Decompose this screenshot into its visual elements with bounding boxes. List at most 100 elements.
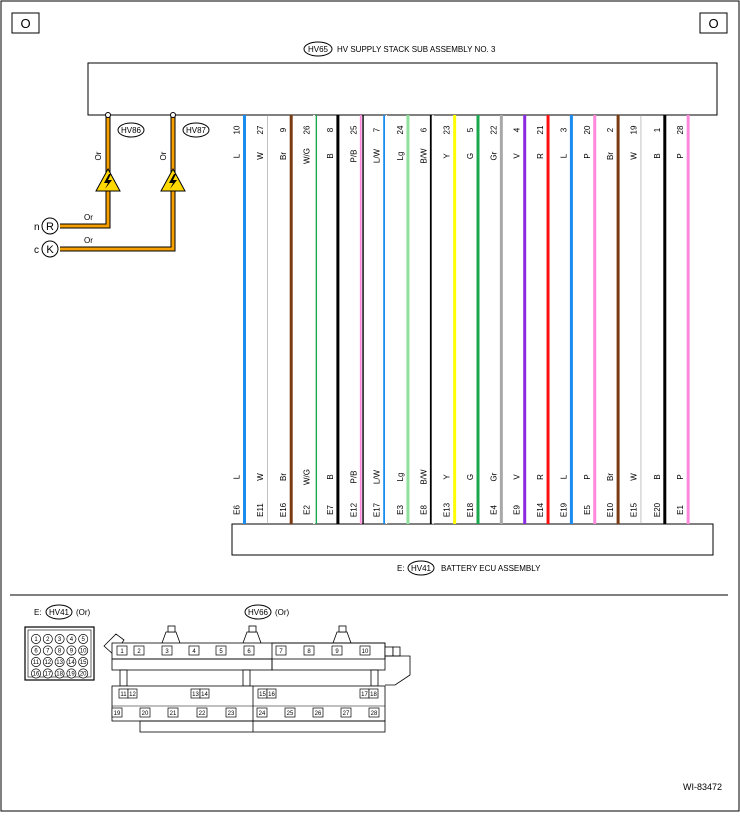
wire-top-color: Lg — [396, 152, 405, 161]
svg-text:6: 6 — [34, 649, 38, 655]
svg-text:8: 8 — [307, 649, 311, 655]
connector-pin: 7 — [275, 645, 287, 656]
svg-text:10: 10 — [362, 649, 369, 655]
hv87-end-color: Or — [84, 236, 93, 245]
wire-bottom-color: Gr — [489, 472, 498, 481]
connector-pin: 11 — [118, 688, 129, 699]
connector-pin: 3 — [161, 645, 173, 656]
bottom-assembly-label: E: HV41 BATTERY ECU ASSEMBLY — [397, 560, 541, 576]
hv86-wire — [60, 115, 110, 228]
svg-text:17: 17 — [361, 692, 368, 698]
svg-text:27: 27 — [343, 711, 350, 717]
wire-top-color: W/G — [303, 148, 312, 164]
connector-pin: 10 — [78, 645, 89, 656]
svg-text:8: 8 — [58, 649, 62, 655]
hv86-end-color: Or — [84, 213, 93, 222]
wire-bottom-pin: E8 — [419, 505, 428, 515]
wire-bottom-pin: E10 — [606, 502, 615, 517]
connector-pin: 13 — [54, 657, 65, 667]
svg-text:19: 19 — [68, 672, 75, 678]
connector-pin: 10 — [359, 645, 371, 656]
svg-text:9: 9 — [70, 649, 74, 655]
wire-bottom-pin: E20 — [653, 502, 662, 517]
connector-pin: 6 — [243, 645, 255, 656]
wire-bottom-color: Br — [606, 473, 615, 481]
wire-top-color: B/W — [419, 148, 428, 164]
svg-text:16: 16 — [33, 672, 40, 678]
wire-bottom-pin: E16 — [279, 502, 288, 517]
bottom-assembly-box — [231, 523, 714, 556]
corner-mark-left-label: O — [20, 16, 30, 31]
connector-pin: 27 — [340, 707, 352, 718]
connector-right-color: (Or) — [275, 608, 290, 617]
wire-bottom-pin: E9 — [513, 505, 522, 515]
wire-bottom-pin: E17 — [373, 502, 382, 517]
wire-bottom-pin: E6 — [233, 505, 242, 515]
wire-bottom-color: B — [326, 474, 335, 479]
svg-text:9: 9 — [335, 649, 339, 655]
connector-pin: 19 — [111, 707, 123, 718]
hv87-wire — [60, 115, 175, 251]
wire-top-pin: 10 — [233, 125, 242, 134]
hv86-wire-outline — [60, 115, 111, 229]
wire-top-color: P — [583, 153, 592, 158]
connector-pin: 28 — [368, 707, 380, 718]
svg-text:26: 26 — [315, 711, 322, 717]
wire: 6B/WB/WE8 — [419, 115, 434, 524]
wire-bottom-color: P — [583, 474, 592, 479]
wire-top-color: W — [629, 152, 638, 160]
svg-text:2: 2 — [137, 649, 141, 655]
connector-pin: 20 — [78, 668, 89, 679]
connector-left-ref: HV41 — [49, 608, 70, 617]
svg-text:18: 18 — [370, 692, 377, 698]
connector-pin: 26 — [312, 707, 324, 718]
wire-bottom-pin: E4 — [489, 505, 498, 515]
svg-text:7: 7 — [279, 649, 283, 655]
wire-top-color: R — [536, 153, 545, 159]
wire-top-pin: 25 — [349, 125, 358, 134]
svg-text:20: 20 — [142, 711, 149, 717]
connector-pin: 9 — [331, 645, 343, 656]
svg-text:6: 6 — [247, 649, 251, 655]
wire-top-color: L — [559, 153, 568, 158]
connector-pin: 5 — [78, 634, 89, 644]
svg-text:2: 2 — [46, 637, 50, 643]
wire-bottom-pin: E18 — [466, 502, 475, 517]
connector-pin: 16 — [266, 688, 277, 699]
wire-top-pin: 28 — [676, 125, 685, 134]
wire-top-pin: 20 — [583, 125, 592, 134]
wire-top-pin: 22 — [489, 125, 498, 134]
figure-id: WI-83472 — [683, 782, 722, 792]
wire-top-color: Br — [606, 152, 615, 160]
svg-text:11: 11 — [33, 660, 40, 666]
hv87-ref: HV87 — [186, 126, 207, 135]
wire-bottom-color: V — [513, 474, 522, 480]
wire-bottom-pin: E13 — [443, 502, 452, 517]
wire-bottom-pin: E2 — [303, 505, 312, 515]
svg-text:22: 22 — [199, 711, 206, 717]
wire-top-color: P/B — [349, 150, 358, 163]
hv86-pin-dot — [105, 112, 111, 118]
wire-top-pin: 21 — [536, 125, 545, 134]
connector-pin: 15 — [257, 688, 268, 699]
svg-text:21: 21 — [170, 711, 177, 717]
svg-text:12: 12 — [129, 692, 136, 698]
wire-bottom-color: Lg — [396, 473, 405, 482]
wire-bottom-pin: E7 — [326, 505, 335, 515]
connector-left-ref-oval — [45, 604, 73, 620]
wire-bottom-color: G — [466, 474, 475, 480]
connector-pin: 24 — [256, 707, 268, 718]
wire-top-color: Gr — [489, 151, 498, 160]
connector-view-left-label: E: HV41 (Or) — [34, 604, 91, 620]
svg-text:12: 12 — [44, 660, 51, 666]
wire-bottom-color: W — [256, 473, 265, 481]
wire-top-pin: 27 — [256, 125, 265, 134]
connector-pin: 18 — [54, 668, 65, 679]
